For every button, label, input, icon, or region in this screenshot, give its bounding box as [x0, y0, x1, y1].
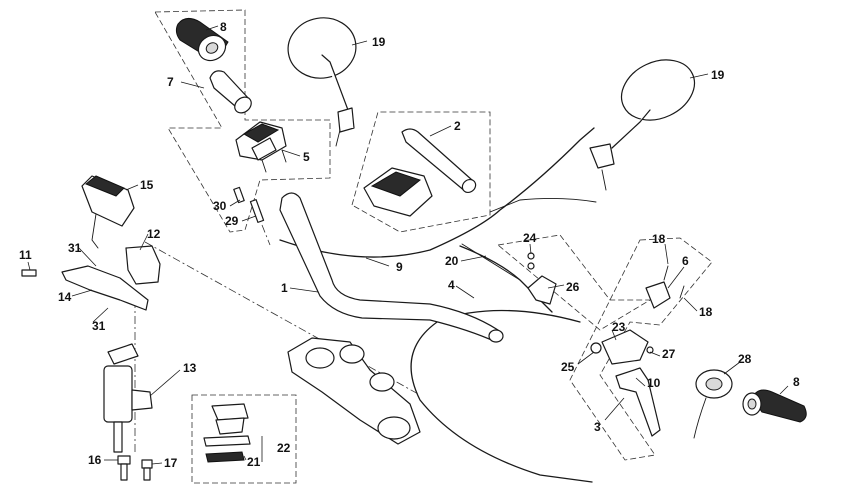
- label-31-bottom: 31: [92, 319, 106, 333]
- left-mirror: [287, 17, 357, 147]
- label-22: 22: [277, 441, 291, 455]
- label-15: 15: [140, 178, 154, 192]
- switch-housing: [235, 121, 287, 173]
- label-11: 11: [19, 248, 32, 262]
- label-13: 13: [183, 361, 197, 375]
- label-7: 7: [167, 75, 174, 89]
- label-24: 24: [523, 231, 537, 245]
- right-grip: [742, 389, 807, 423]
- brake-reservoir: [81, 175, 135, 249]
- label-5: 5: [303, 150, 310, 164]
- group-outlines: [134, 9, 713, 484]
- label-28: 28: [738, 352, 752, 366]
- label-4: 4: [448, 278, 455, 292]
- bolts-16-17: [117, 455, 153, 481]
- label-19-right: 19: [711, 68, 725, 82]
- right-mirror: [589, 59, 696, 191]
- brake-lever: [615, 367, 661, 437]
- label-21: 21: [247, 455, 261, 469]
- bracket-12: [125, 245, 161, 285]
- label-9: 9: [396, 260, 403, 274]
- label-2: 2: [454, 119, 461, 133]
- bracket-14: [61, 265, 149, 311]
- leader-lines: [27, 25, 789, 465]
- label-29: 29: [225, 214, 239, 228]
- master-cylinder: [590, 329, 654, 365]
- label-18-top: 18: [652, 232, 666, 246]
- label-8-right: 8: [793, 375, 800, 389]
- label-8-left: 8: [220, 20, 227, 34]
- label-12: 12: [147, 227, 161, 241]
- bar-pad: [401, 128, 477, 194]
- transponder: [203, 403, 251, 463]
- label-25: 25: [561, 360, 575, 374]
- label-27: 27: [662, 347, 676, 361]
- lever-bracket: [461, 243, 557, 305]
- throttle-housing: [693, 369, 733, 439]
- lever-clamp-6: [645, 265, 685, 309]
- label-30: 30: [213, 199, 227, 213]
- label-6: 6: [682, 254, 689, 268]
- fasteners: [21, 186, 265, 277]
- label-14: 14: [58, 290, 72, 304]
- label-20: 20: [445, 254, 459, 268]
- handlebar: [279, 192, 504, 343]
- label-23: 23: [612, 320, 626, 334]
- left-grip: [175, 18, 229, 62]
- bar-clamp-cover: [363, 167, 433, 217]
- label-19-left: 19: [372, 35, 386, 49]
- label-17: 17: [164, 456, 178, 470]
- throttle-tube: [209, 70, 252, 114]
- label-31-top: 31: [68, 241, 82, 255]
- ignition-switch: [103, 343, 153, 453]
- label-16: 16: [88, 453, 102, 467]
- part-labels: 8 7 19 19 2 5 15 30 29 12 31 11 14 31 1 …: [19, 20, 800, 470]
- label-3: 3: [594, 420, 601, 434]
- cables: [279, 127, 597, 483]
- label-18-bottom: 18: [699, 305, 713, 319]
- label-1: 1: [281, 281, 288, 295]
- label-10: 10: [647, 376, 661, 390]
- label-26: 26: [566, 280, 580, 294]
- triple-clamp: [287, 337, 421, 445]
